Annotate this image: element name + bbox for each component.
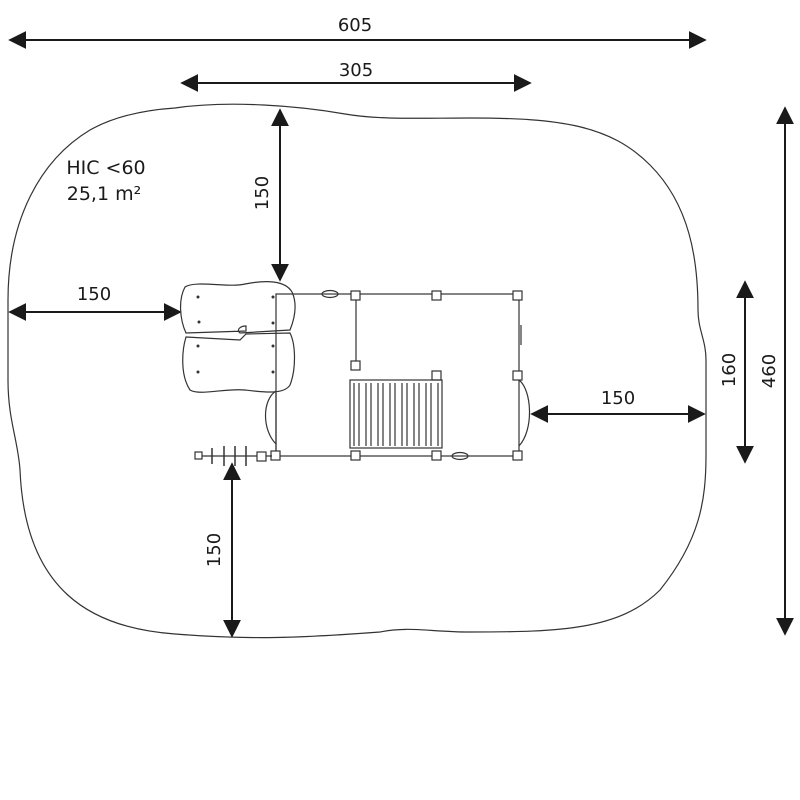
- dimension-label-160: 160: [719, 353, 740, 387]
- dimension-label-460: 460: [759, 354, 780, 388]
- play-structure: [180, 281, 531, 466]
- dimension-label-top-150: 150: [252, 176, 273, 210]
- dimension-label-305: 305: [339, 60, 373, 81]
- ladder-bars: [194, 446, 272, 466]
- dimension-overall-width: 605: [8, 15, 707, 49]
- curved-platform-lower: [182, 332, 296, 393]
- area-label: 25,1 m²: [67, 183, 141, 205]
- dimension-structure-width: 305: [180, 60, 532, 92]
- right-panel-curve: [518, 379, 531, 447]
- safety-zone-outline: [7, 103, 707, 639]
- left-panel-curve: [265, 390, 277, 445]
- dimension-structure-depth: 160: [719, 280, 754, 464]
- dimension-top-clearance: 150: [252, 108, 289, 282]
- dimension-label-605: 605: [338, 15, 372, 36]
- hic-label: HIC <60: [66, 157, 145, 179]
- dimension-right-clearance: 150: [530, 388, 706, 423]
- structure-frame: [275, 293, 520, 457]
- roller-climber: [349, 379, 443, 449]
- dimension-bottom-clearance: 150: [204, 462, 241, 638]
- dimension-label-left-150: 150: [77, 284, 111, 305]
- dimension-label-bottom-150: 150: [204, 533, 225, 567]
- curved-platform-upper: [180, 281, 296, 334]
- dimension-label-right-150: 150: [601, 388, 635, 409]
- dimension-left-clearance: 150: [8, 284, 182, 321]
- dimension-overall-depth: 460: [759, 106, 794, 636]
